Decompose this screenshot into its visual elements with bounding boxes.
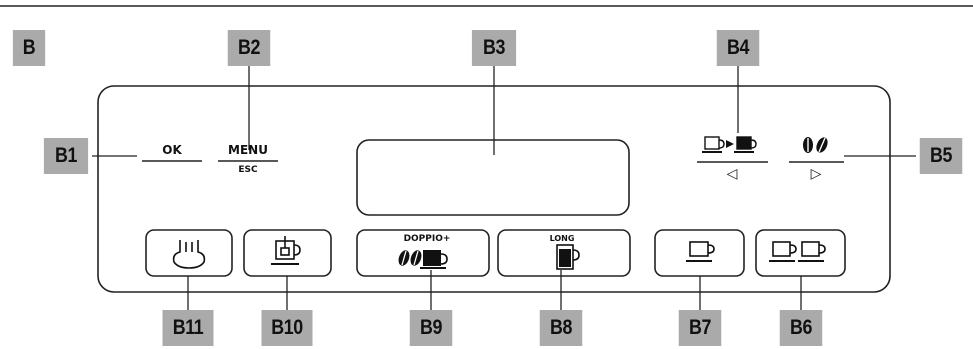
- doppio-cup-icon: [398, 250, 448, 269]
- two-cups-button: [755, 229, 846, 277]
- doppio-plus-button: [356, 229, 490, 277]
- steam-icon: [172, 240, 206, 269]
- callout-b10: B10: [261, 310, 313, 346]
- callout-b6: B6: [779, 310, 823, 346]
- section-label: B: [12, 30, 46, 66]
- callout-b7: B7: [678, 310, 722, 346]
- callout-b1: B1: [43, 138, 89, 174]
- left-arrow-icon[interactable]: ◁: [726, 166, 738, 182]
- callout-b3: B3: [471, 30, 517, 66]
- doppio-label: DOPPIO+: [403, 234, 451, 244]
- two-cups-icon: [769, 241, 826, 262]
- right-arrow-icon[interactable]: ▷: [810, 166, 822, 182]
- one-cup-button: [654, 229, 745, 277]
- coffee-beans-icon: [803, 137, 828, 153]
- menu-label[interactable]: MENU: [228, 143, 268, 157]
- display-window: [356, 139, 630, 216]
- one-cup-icon: [686, 241, 715, 262]
- callout-b8: B8: [539, 310, 583, 346]
- tea-cup-icon: [271, 236, 301, 265]
- hot-water-button: [243, 229, 332, 277]
- esc-label[interactable]: ESC: [238, 165, 258, 175]
- ok-label[interactable]: OK: [162, 143, 182, 157]
- callout-b2: B2: [227, 30, 271, 66]
- long-label: LONG: [549, 234, 575, 243]
- callout-b4: B4: [716, 30, 760, 66]
- leader-lines: [92, 65, 916, 310]
- callout-b11: B11: [162, 310, 214, 346]
- long-coffee-button: [497, 229, 631, 277]
- steam-button: [145, 229, 233, 277]
- cup-transfer-icon: [702, 136, 757, 153]
- callout-b5: B5: [919, 138, 963, 174]
- callout-b9: B9: [409, 310, 453, 346]
- long-cup-icon: [556, 244, 580, 270]
